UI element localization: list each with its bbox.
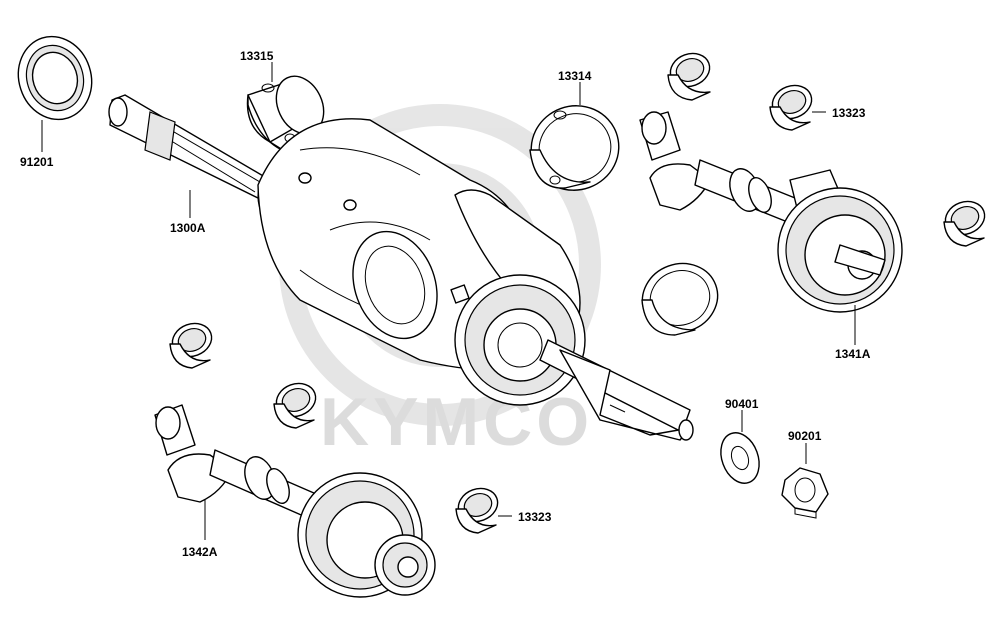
bearing-small-right[interactable] <box>941 196 990 247</box>
label-90201: 90201 <box>788 429 822 443</box>
washer-90401[interactable] <box>714 427 766 488</box>
bearing-13323-top[interactable] <box>768 80 817 131</box>
label-1342A: 1342A <box>182 545 218 559</box>
label-1341A: 1341A <box>835 347 871 361</box>
bearing-small-left[interactable] <box>168 318 217 369</box>
leader-lines <box>41 62 856 540</box>
bearing-13314[interactable] <box>519 93 630 202</box>
nut-90201[interactable] <box>781 467 829 519</box>
label-13315: 13315 <box>240 49 274 63</box>
label-13323-top: 13323 <box>832 106 866 120</box>
label-91201: 91201 <box>20 155 54 169</box>
balancer-shaft-1341A[interactable] <box>639 111 903 313</box>
oil-seal-91201[interactable] <box>8 27 102 129</box>
bearing-13315[interactable] <box>246 69 332 153</box>
label-1300A: 1300A <box>170 221 206 235</box>
bearing-middle[interactable] <box>633 253 728 343</box>
balancer-shaft-1342A[interactable] <box>154 404 436 598</box>
bearing-small-top[interactable] <box>666 48 715 101</box>
bearing-13323-bottom[interactable] <box>454 483 503 534</box>
bearing-small-mid[interactable] <box>272 378 321 429</box>
crankshaft-1300A[interactable] <box>108 94 694 441</box>
label-13314: 13314 <box>558 69 592 83</box>
label-13323-bottom: 13323 <box>518 510 552 524</box>
label-90401: 90401 <box>725 397 759 411</box>
part-labels: 91201 13315 1300A 13314 13323 1341A 9040… <box>20 49 871 559</box>
